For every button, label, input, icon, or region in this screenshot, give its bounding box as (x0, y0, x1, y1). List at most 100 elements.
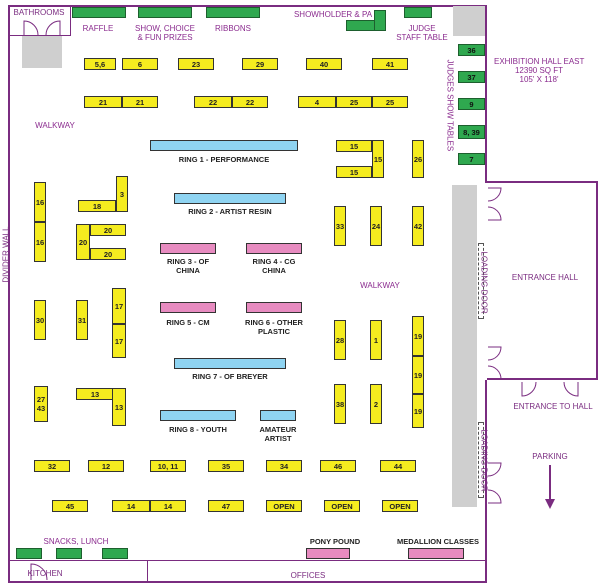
ring-5-table (160, 302, 216, 313)
medallion-label: MEDALLION CLASSES (396, 537, 480, 546)
raffle-label: RAFFLE (82, 24, 114, 33)
door-icon (30, 563, 48, 581)
ring-7-label: RING 7 - OF BREYER (192, 372, 268, 381)
ring-1-table (150, 140, 298, 151)
table-31: 31 (76, 300, 88, 340)
table-21: 21 (122, 96, 158, 108)
table-18: 18 (78, 200, 116, 212)
table-17: 17 (112, 288, 126, 324)
showholder-table (374, 10, 386, 31)
snack-table (16, 548, 42, 559)
table-38: 38 (334, 384, 346, 424)
snack-table (102, 548, 128, 559)
ring-6-label: RING 6 - OTHER PLASTIC (245, 318, 303, 336)
table-28: 28 (334, 320, 346, 360)
raffle-table (72, 7, 126, 18)
ring-6-table (246, 302, 302, 313)
table-20: 20 (76, 224, 90, 260)
ribbons-table (206, 7, 260, 18)
loading-door-label: LOADING DOOR (479, 251, 489, 314)
loading-door-label: LOADING DOOR (479, 429, 489, 492)
vendor-table-37: 37 (458, 71, 485, 83)
vendor-table-9: 9 (458, 98, 485, 110)
table-13: 13 (112, 388, 126, 426)
table-4: 4 (298, 96, 336, 108)
table-3: 3 (116, 176, 128, 212)
bathroom-floor (8, 35, 71, 36)
ring-7-table (174, 358, 286, 369)
table-15: 15 (336, 140, 372, 152)
table-16: 16 (34, 182, 46, 222)
judge-table (404, 7, 432, 18)
door-icon (23, 20, 61, 36)
vendor-table-7: 7 (458, 153, 485, 165)
table-12: 12 (88, 460, 124, 472)
table-42: 42 (412, 206, 424, 246)
table-6: 6 (122, 58, 158, 70)
ring-1-label: RING 1 - PERFORMANCE (178, 155, 270, 164)
bathroom-area (22, 36, 62, 68)
table-20: 20 (90, 248, 126, 260)
judge-corner (453, 6, 485, 36)
ring-4-label: RING 4 - CG CHINA (252, 257, 296, 275)
wall-top (8, 5, 487, 7)
table-16: 16 (34, 222, 46, 262)
walkway-label: WALKWAY (35, 121, 75, 130)
bathrooms-label: BATHROOMS (13, 8, 65, 17)
ring-3-label: RING 3 - OF CHINA (166, 257, 210, 275)
table-32: 32 (34, 460, 70, 472)
wall-bottom-inner (8, 560, 487, 561)
table-40: 40 (306, 58, 342, 70)
snack-table (56, 548, 82, 559)
table-20: 20 (90, 224, 126, 236)
table-15: 15 (336, 166, 372, 178)
table-25: 25 (336, 96, 372, 108)
parking-label: PARKING (532, 452, 568, 461)
table-22: 22 (232, 96, 268, 108)
table-27-43: 27 43 (34, 386, 48, 422)
bathroom-partition (70, 5, 71, 35)
wall-right-upper (485, 5, 487, 183)
ring-4-table (246, 243, 302, 254)
table-29: 29 (242, 58, 278, 70)
table-30: 30 (34, 300, 46, 340)
table-5-6: 5,6 (84, 58, 116, 70)
table-14: 14 (112, 500, 150, 512)
ring-8-table (160, 410, 236, 421)
divider-wall-label: DIVIDER WALL (1, 226, 11, 283)
table-44: 44 (380, 460, 416, 472)
table-26: 26 (412, 140, 424, 178)
table-19: 19 (412, 394, 424, 428)
door-icon (487, 346, 502, 380)
door-icon (487, 462, 502, 504)
table-46: 46 (320, 460, 356, 472)
table-23: 23 (178, 58, 214, 70)
pony-pound-label: PONY POUND (309, 537, 361, 546)
table-19: 19 (412, 356, 424, 394)
table-open: OPEN (324, 500, 360, 512)
table-13: 13 (76, 388, 114, 400)
table-open: OPEN (266, 500, 302, 512)
loading-area (452, 185, 477, 507)
judge-staff-label: JUDGE STAFF TABLE (396, 24, 448, 42)
table-14: 14 (150, 500, 186, 512)
table-open: OPEN (382, 500, 418, 512)
snacks-label: SNACKS, LUNCH (43, 537, 109, 546)
entrance-hall-label: ENTRANCE HALL (511, 273, 579, 282)
kitchen-label: KITCHEN (27, 569, 63, 578)
table-24: 24 (370, 206, 382, 246)
walkway-label: WALKWAY (360, 281, 400, 290)
entrance-to-hall-label: ENTRANCE TO HALL (513, 402, 593, 411)
door-icon (521, 381, 579, 397)
vendor-table-8-39: 8, 39 (458, 125, 485, 139)
wall-left (8, 5, 10, 582)
vendor-table-36: 36 (458, 44, 485, 56)
hall-title: EXHIBITION HALL EAST 12390 SQ FT 105' X … (494, 57, 585, 84)
table-1: 1 (370, 320, 382, 360)
table-21: 21 (84, 96, 122, 108)
offices-label: OFFICES (290, 571, 326, 580)
table-35: 35 (208, 460, 244, 472)
kitchen-partition (147, 560, 148, 582)
pony-pound-table (306, 548, 350, 559)
table-33: 33 (334, 206, 346, 246)
